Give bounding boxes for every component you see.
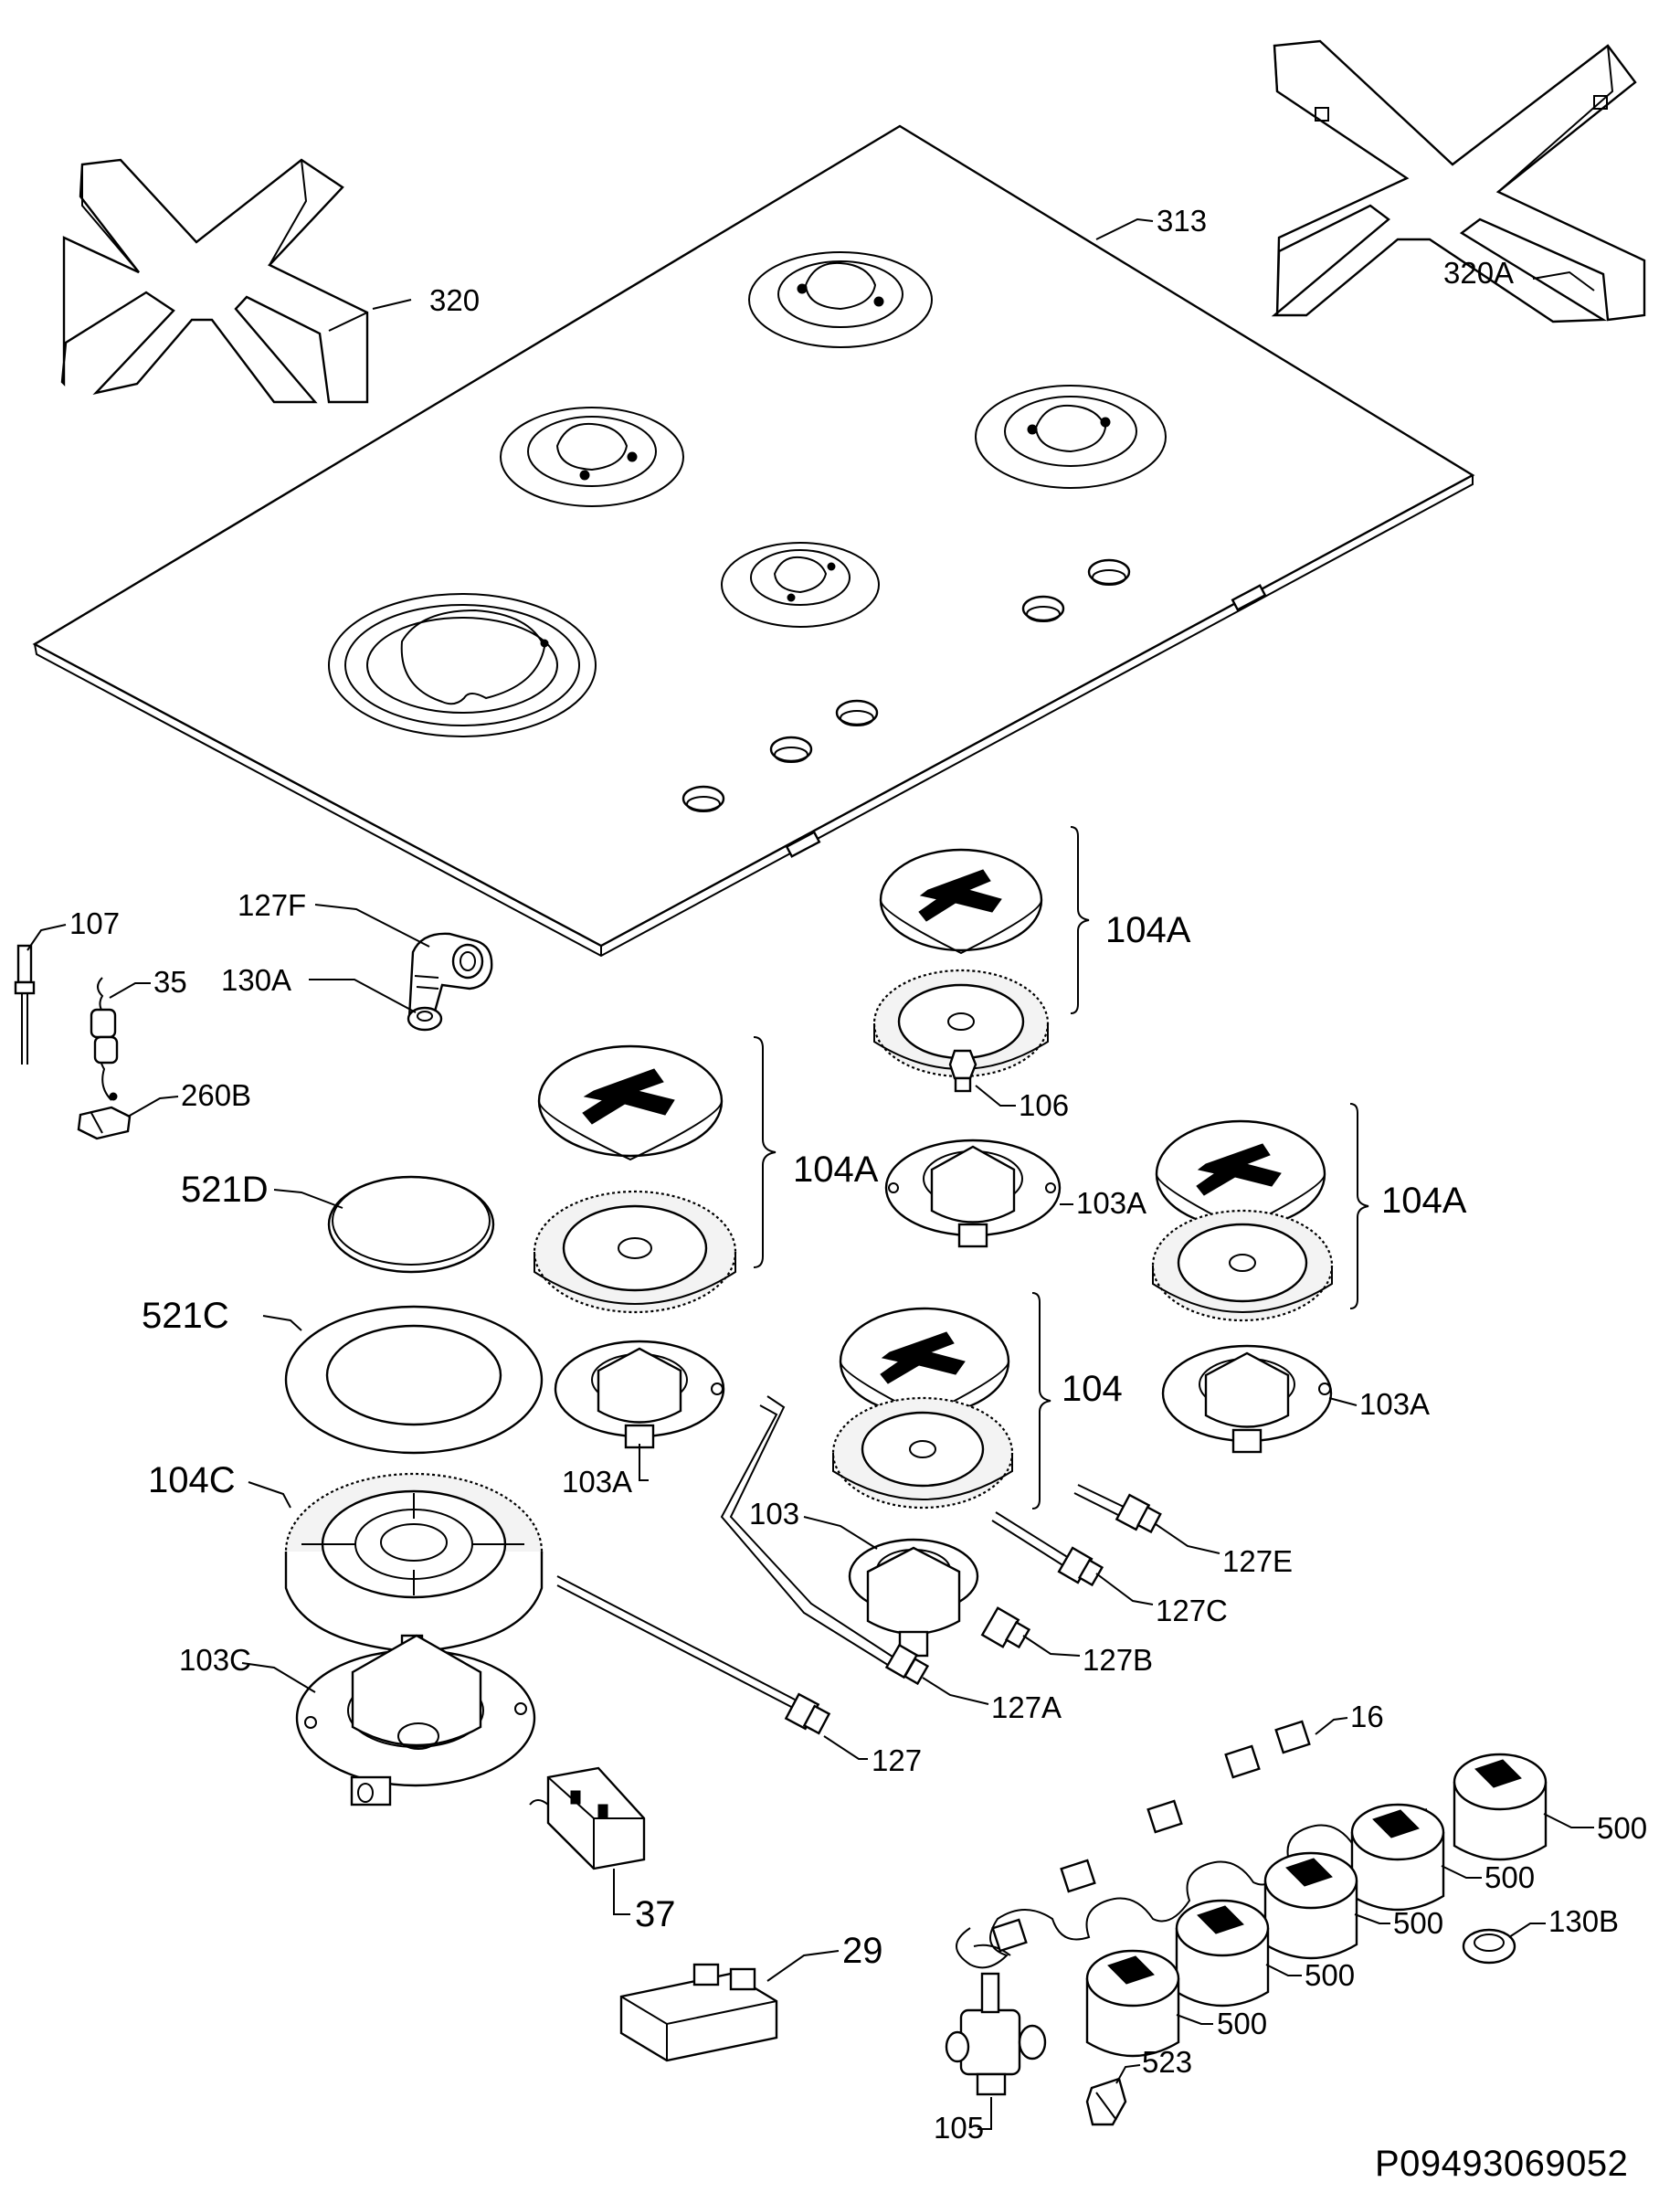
burner-opening-left <box>500 407 684 507</box>
burner-base-103A-left <box>554 1340 725 1449</box>
burner-cap-104 <box>839 1307 1010 1418</box>
burner-base-103A-mid <box>884 1139 1062 1248</box>
label-16: 16 <box>1350 1700 1384 1733</box>
label-500-2: 500 <box>1485 1860 1536 1894</box>
label-104C: 104C <box>148 1460 236 1500</box>
ignition-electrode-35 <box>90 977 119 1101</box>
label-127A: 127A <box>991 1690 1062 1724</box>
label-104: 104 <box>1062 1369 1123 1409</box>
label-127C: 127C <box>1156 1594 1228 1627</box>
label-500-1: 500 <box>1597 1811 1648 1845</box>
knob-500-d <box>1175 1899 1270 2008</box>
gas-pipe-127B <box>980 1606 1031 1649</box>
label-104A-left: 104A <box>793 1149 879 1190</box>
label-500-3: 500 <box>1393 1906 1444 1940</box>
label-106: 106 <box>1019 1088 1070 1122</box>
burner-cap-104A-top <box>879 848 1043 955</box>
label-37: 37 <box>635 1894 676 1934</box>
knob-500-c <box>1263 1851 1358 1960</box>
pan-support-320 <box>60 158 369 404</box>
elbow-127F <box>407 932 493 1020</box>
label-107: 107 <box>69 906 121 940</box>
label-29: 29 <box>842 1931 883 1971</box>
gas-pipe-127 <box>556 1575 831 1735</box>
wok-burner-104C <box>284 1472 544 1661</box>
label-320: 320 <box>429 283 481 317</box>
gas-pipe-127C <box>991 1511 1104 1587</box>
label-127F: 127F <box>238 888 307 922</box>
clip-523 <box>1085 2077 1127 2126</box>
label-320A: 320A <box>1443 256 1515 290</box>
label-35: 35 <box>153 965 187 999</box>
thermocouple-wires-16 <box>956 1720 1428 1969</box>
washer-130A <box>407 1006 443 1032</box>
outer-ring-521C <box>284 1305 544 1455</box>
label-130A: 130A <box>221 963 292 997</box>
clip-260B <box>77 1106 132 1140</box>
burner-crown-104 <box>831 1396 1014 1510</box>
label-500-5: 500 <box>1217 2007 1268 2040</box>
burner-cap-104A-left <box>537 1044 724 1161</box>
knob-holes <box>682 558 1131 812</box>
label-103A-mid: 103A <box>1076 1186 1147 1220</box>
burner-base-103A-right <box>1161 1344 1333 1454</box>
burner-cap-104A-right <box>1155 1119 1326 1231</box>
label-104A-top: 104A <box>1105 910 1191 950</box>
drawing-code: P09493069052 <box>1375 2144 1629 2184</box>
label-103A-left: 103A <box>562 1465 633 1499</box>
burner-base-103C <box>295 1634 536 1806</box>
burner-crown-104A-right <box>1151 1209 1334 1322</box>
label-260B: 260B <box>181 1078 252 1112</box>
gas-pipe-127A <box>720 1395 930 1686</box>
gas-pipe-127E <box>1073 1484 1162 1534</box>
burner-opening-wok <box>328 593 597 737</box>
label-105: 105 <box>934 2111 985 2145</box>
knob-500-a <box>1453 1753 1548 1861</box>
label-104A-right: 104A <box>1381 1181 1467 1221</box>
label-130B: 130B <box>1548 1904 1620 1938</box>
label-103C: 103C <box>179 1643 251 1677</box>
ignition-module-37 <box>529 1766 646 1870</box>
inner-cap-521D <box>327 1175 495 1274</box>
spark-generator-29 <box>619 1963 778 2062</box>
label-523: 523 <box>1142 2045 1193 2079</box>
label-103A-right: 103A <box>1359 1387 1431 1421</box>
label-500-4: 500 <box>1305 1958 1356 1992</box>
burner-crown-104A-left <box>533 1190 737 1314</box>
label-127B: 127B <box>1083 1643 1154 1677</box>
burner-base-103 <box>848 1538 979 1658</box>
label-103: 103 <box>749 1497 800 1531</box>
thermocouple-107 <box>14 944 36 1065</box>
washer-130B <box>1462 1928 1516 1965</box>
burner-opening-center <box>721 542 880 628</box>
knob-500-b <box>1350 1803 1445 1912</box>
label-521D: 521D <box>181 1170 269 1210</box>
injector-106 <box>948 1049 977 1093</box>
burner-opening-rear <box>748 251 933 348</box>
burner-opening-right <box>975 385 1167 489</box>
label-313: 313 <box>1157 204 1208 238</box>
cooktop-panel <box>32 124 1475 958</box>
label-521C: 521C <box>142 1296 229 1336</box>
knob-500-e <box>1085 1949 1180 2058</box>
gas-valve-105 <box>945 1972 1047 2096</box>
label-127: 127 <box>872 1743 923 1777</box>
label-127E: 127E <box>1222 1544 1294 1578</box>
pan-support-320A <box>1271 39 1646 323</box>
